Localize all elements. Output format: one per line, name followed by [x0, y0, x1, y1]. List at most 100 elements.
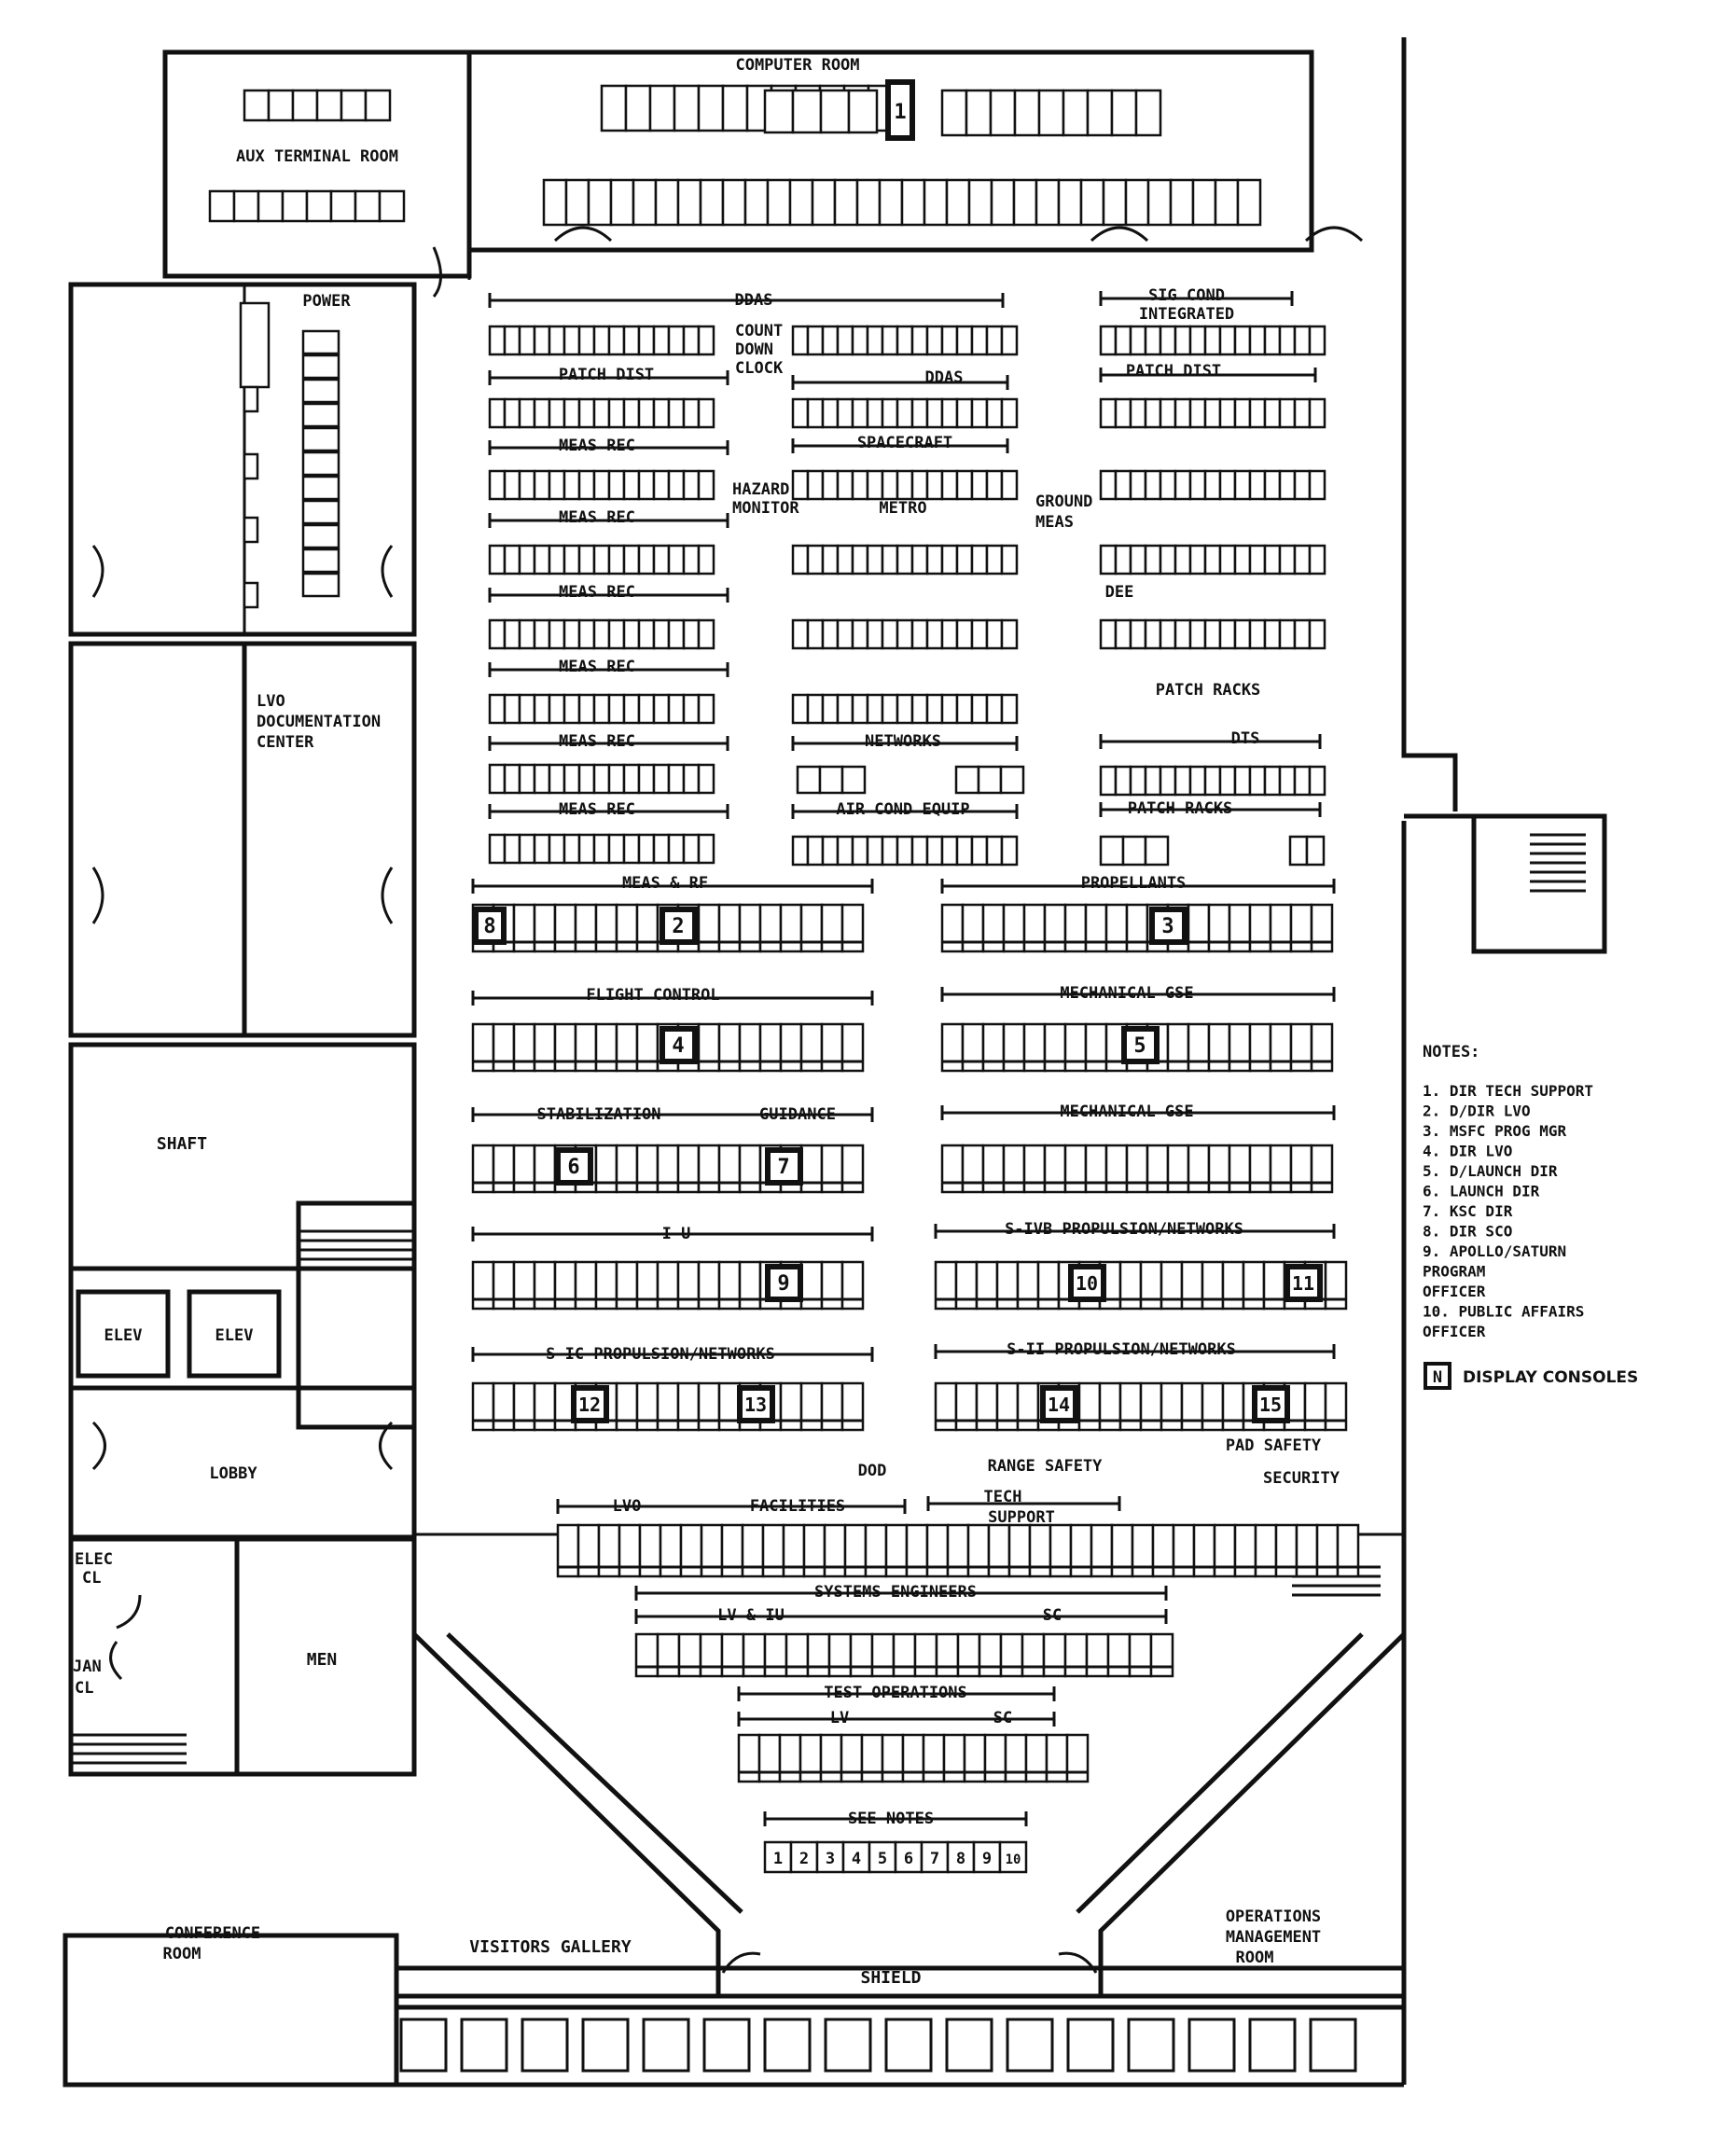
- aux-bottom-rack-cell: [257, 189, 285, 223]
- meas-rec-5-bracket: [488, 736, 729, 751]
- left-rack-7-cell: [548, 833, 566, 865]
- left-rack-2-cell: [548, 469, 566, 501]
- right-rack-4-cell: [1114, 618, 1132, 650]
- computer-rack-cell: [721, 84, 749, 132]
- left-rack-0-cell: [667, 325, 686, 356]
- right-rack-2-cell: [1099, 469, 1118, 501]
- sii-console-cell: [1118, 1381, 1143, 1432]
- lvo-doc-center-label-3: CENTER: [257, 733, 314, 752]
- mid-rack-2-cell: [791, 469, 810, 501]
- left-rack-6-cell: [503, 763, 521, 795]
- mid-rack-4-cell: [985, 618, 1004, 650]
- mid-rack-4-cell: [851, 618, 869, 650]
- console-number-7: 7: [777, 1156, 789, 1179]
- aux-top-rack-cell: [243, 89, 271, 122]
- elevator-1-label: ELEV: [104, 1326, 143, 1345]
- mid-rack-0-cell: [910, 325, 929, 356]
- lvo-facilities-console-cell: [618, 1523, 642, 1578]
- mid-rack-3-cell: [821, 544, 840, 576]
- iu-label: I U: [662, 1225, 691, 1243]
- mechanical-gse-2-console-cell: [1063, 1144, 1088, 1194]
- sivb-console-cell: [995, 1260, 1020, 1311]
- left-rack-5-cell: [667, 693, 686, 725]
- systems-engineers-console-cell: [827, 1632, 853, 1678]
- left-rack-1-cell: [577, 397, 596, 429]
- lvo-facilities-console-cell: [597, 1523, 621, 1578]
- left-rack-2-cell: [697, 469, 715, 501]
- computer-rack-long-cell: [1236, 178, 1262, 227]
- sic-label: S-IC PROPULSION/NETWORKS: [546, 1345, 775, 1364]
- patch-dist-right-label: PATCH DIST: [1126, 362, 1221, 381]
- mechanical-gse-2-console-cell: [940, 1144, 965, 1194]
- left-rack-1-cell: [607, 397, 626, 429]
- right-rack-4-cell: [1099, 618, 1118, 650]
- left-rack-1-cell: [622, 397, 641, 429]
- right-rack-0-cell: [1203, 325, 1222, 356]
- left-rack-5-cell: [503, 693, 521, 725]
- systems-engineers-console-cell: [1085, 1632, 1110, 1678]
- iu-console-cell: [615, 1260, 639, 1311]
- propellants-console-cell: [1248, 903, 1272, 953]
- see-notes-bracket: [763, 1811, 1028, 1826]
- left-rack-7-cell: [622, 833, 641, 865]
- left-rack-7-cell: [652, 833, 671, 865]
- mechanical-gse-2-console-cell: [1146, 1144, 1170, 1194]
- computer-rack-cell: [697, 84, 725, 132]
- test-operations-console-cell: [983, 1733, 1007, 1783]
- mid-rack-1-cell: [896, 397, 914, 429]
- support-label: SUPPORT: [988, 1508, 1055, 1527]
- left-rack-5-cell: [592, 693, 611, 725]
- computer-rack-long-cell: [811, 178, 837, 227]
- right-rack-4-cell: [1203, 618, 1222, 650]
- computer-rack-long-cell: [1146, 178, 1173, 227]
- mechanical-gse-1-console-cell: [940, 1022, 965, 1073]
- meas-rf-label: MEAS & RF: [622, 874, 708, 893]
- dts-rack-cell: [1308, 765, 1326, 797]
- sivb-console-cell: [1262, 1260, 1286, 1311]
- lvo-facilities-console-cell: [659, 1523, 683, 1578]
- left-rack-0-cell: [652, 325, 671, 356]
- ddas-mid-bracket: [791, 375, 1009, 390]
- computer-rack-cell: [600, 84, 628, 132]
- lvo-facilities-console-cell: [946, 1523, 970, 1578]
- lvo-facilities-console-cell: [1172, 1523, 1196, 1578]
- systems-engineers-console-cell: [699, 1632, 724, 1678]
- conference-room-label-2: ROOM: [163, 1945, 201, 1963]
- air-cond-rack-cell: [925, 835, 944, 867]
- lvo-doc-center-label-2: DOCUMENTATION: [257, 713, 381, 731]
- power-rack-8-cell: [301, 523, 340, 549]
- left-rack-6-cell: [607, 763, 626, 795]
- power-panel-cell: [239, 301, 271, 389]
- dts-rack-cell: [1174, 765, 1192, 797]
- front-console-number-7: 7: [930, 1850, 939, 1868]
- mechanical-gse-1-console-cell: [1022, 1022, 1047, 1073]
- computer-rack-long-cell: [945, 178, 971, 227]
- propellants-console-cell: [1002, 903, 1026, 953]
- console-number-3: 3: [1161, 915, 1174, 938]
- mid-rack-2-cell: [1000, 469, 1019, 501]
- aux-terminal-room-label: AUX TERMINAL ROOM: [236, 147, 398, 166]
- right-rack-1-cell: [1203, 397, 1222, 429]
- left-rack-4-cell: [518, 618, 536, 650]
- air-cond-rack-cell: [881, 835, 899, 867]
- note-item: 1. DIR TECH SUPPORT: [1423, 1082, 1593, 1100]
- mid-rack-5-cell: [836, 693, 854, 725]
- computer-rack-long-cell: [788, 178, 814, 227]
- dts-rack-cell: [1129, 765, 1147, 797]
- left-rack-1-cell: [562, 397, 581, 429]
- front-console-number-2: 2: [799, 1850, 809, 1868]
- range-safety-label: RANGE SAFETY: [988, 1457, 1104, 1476]
- networks-bracket: [791, 736, 1019, 751]
- mid-rack-0-cell: [970, 325, 989, 356]
- mechanical-gse-1-console-cell: [1228, 1022, 1252, 1073]
- air-cond-rack-cell: [985, 835, 1004, 867]
- lvo-facilities-console-cell: [556, 1523, 580, 1578]
- lv-label: LV: [830, 1709, 849, 1727]
- meas-rf-console-cell: [820, 903, 844, 953]
- computer-rack-mid-cell: [763, 89, 795, 134]
- left-rack-2-cell: [503, 469, 521, 501]
- lvo-facilities-console-cell: [1110, 1523, 1134, 1578]
- right-rack-4-cell: [1174, 618, 1192, 650]
- right-rack-3-cell: [1159, 544, 1177, 576]
- test-operations-label: TEST OPERATIONS: [824, 1684, 967, 1702]
